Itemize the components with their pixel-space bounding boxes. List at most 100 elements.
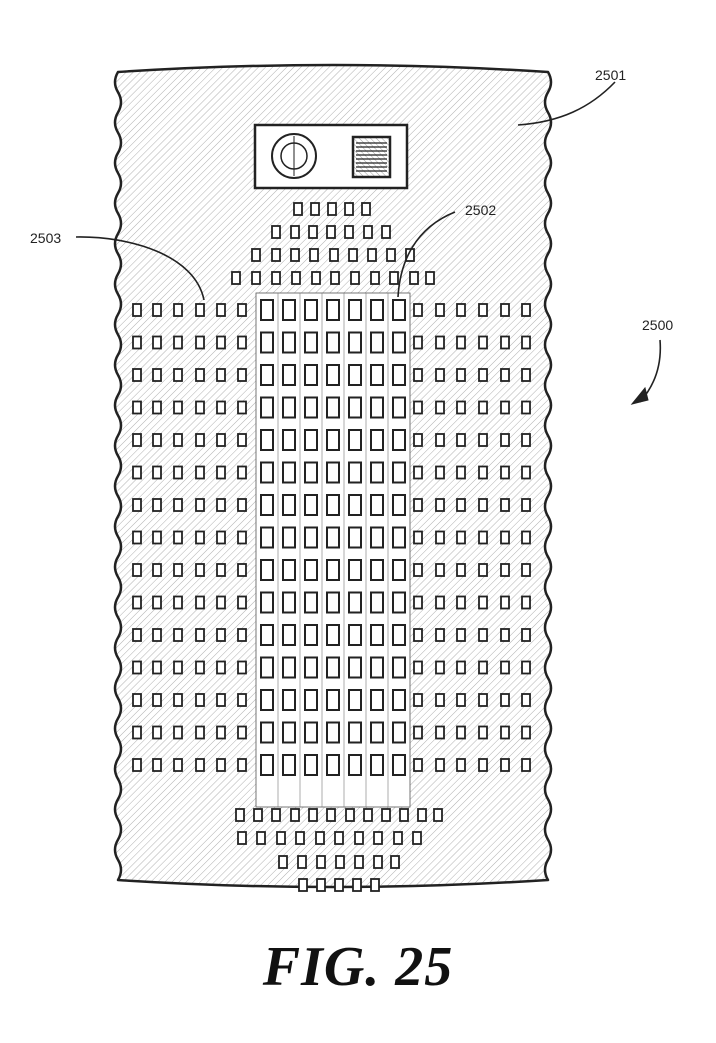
taper-pad [370, 878, 380, 892]
taper-pad [381, 808, 391, 822]
outer-pad [237, 628, 247, 642]
taper-pad [350, 271, 360, 285]
outer-pad [413, 335, 423, 350]
inner-pad [304, 591, 318, 614]
taper-pad [237, 831, 247, 845]
inner-pad [260, 559, 274, 581]
taper-pad [256, 831, 266, 845]
inner-pad [392, 429, 406, 451]
taper-pad [354, 855, 364, 869]
outer-pad [413, 660, 423, 675]
inner-pad [304, 624, 318, 646]
outer-pad [152, 303, 162, 317]
taper-pad [297, 855, 307, 869]
inner-pad [282, 331, 296, 354]
outer-pad [435, 303, 445, 317]
outer-pad [216, 335, 226, 350]
inner-pad [392, 331, 406, 354]
taper-pad [412, 831, 422, 845]
inner-pad [370, 429, 384, 451]
taper-pad [326, 808, 336, 822]
inner-pad [370, 396, 384, 419]
outer-pad [521, 433, 531, 447]
taper-pad [308, 225, 318, 239]
inner-pad [326, 721, 340, 744]
outer-pad [413, 433, 423, 447]
outer-pad [216, 660, 226, 675]
taper-pad [316, 878, 326, 892]
inner-pad [370, 721, 384, 744]
outer-pad [195, 498, 205, 512]
label-2501: 2501 [595, 67, 626, 83]
taper-pad [290, 808, 300, 822]
inner-pad [326, 591, 340, 614]
taper-pad [335, 855, 345, 869]
inner-pad [304, 559, 318, 581]
inner-pad [304, 721, 318, 744]
inner-pad [370, 461, 384, 484]
outer-pad [500, 660, 510, 675]
taper-pad [399, 808, 409, 822]
outer-pad [435, 595, 445, 610]
taper-pad [405, 248, 415, 262]
outer-pad [152, 465, 162, 480]
taper-pad [271, 271, 281, 285]
camera-module [253, 123, 409, 190]
outer-pad [435, 498, 445, 512]
outer-pad [195, 758, 205, 772]
outer-pad [478, 725, 488, 740]
inner-pad [282, 396, 296, 419]
outer-pad [478, 758, 488, 772]
inner-pad [282, 364, 296, 386]
outer-pad [152, 335, 162, 350]
outer-pad [521, 335, 531, 350]
outer-pad [173, 465, 183, 480]
outer-pad [216, 563, 226, 577]
taper-pad [393, 831, 403, 845]
outer-pad [478, 433, 488, 447]
outer-pad [195, 595, 205, 610]
taper-pad [348, 248, 358, 262]
inner-pad [326, 461, 340, 484]
inner-pad [348, 624, 362, 646]
inner-pad [260, 624, 274, 646]
outer-pad [195, 303, 205, 317]
taper-pad [251, 271, 261, 285]
inner-pad [392, 299, 406, 321]
outer-pad [237, 498, 247, 512]
outer-pad [413, 758, 423, 772]
camera-lens-icon [271, 133, 317, 179]
inner-pad [304, 299, 318, 321]
taper-pad [329, 248, 339, 262]
taper-pad [308, 808, 318, 822]
inner-pad [370, 591, 384, 614]
outer-pad [435, 628, 445, 642]
outer-pad [152, 368, 162, 382]
outer-pad [435, 400, 445, 415]
inner-pad [370, 689, 384, 711]
outer-pad [152, 563, 162, 577]
outer-pad [237, 693, 247, 707]
outer-pad [456, 693, 466, 707]
outer-pad [173, 530, 183, 545]
outer-pad [521, 563, 531, 577]
taper-pad [271, 248, 281, 262]
outer-pad [237, 758, 247, 772]
inner-pad [260, 331, 274, 354]
inner-pad [370, 624, 384, 646]
inner-pad [326, 331, 340, 354]
label-2500: 2500 [642, 317, 673, 333]
outer-pad [237, 530, 247, 545]
outer-pad [216, 530, 226, 545]
outer-pad [500, 530, 510, 545]
leader-lines [75, 81, 662, 405]
outer-pad [500, 303, 510, 317]
taper-pad [373, 831, 383, 845]
outer-pad [456, 530, 466, 545]
taper-pad [298, 878, 308, 892]
inner-pad [370, 494, 384, 516]
outer-pad [152, 433, 162, 447]
inner-pad [304, 689, 318, 711]
outer-pad [173, 758, 183, 772]
